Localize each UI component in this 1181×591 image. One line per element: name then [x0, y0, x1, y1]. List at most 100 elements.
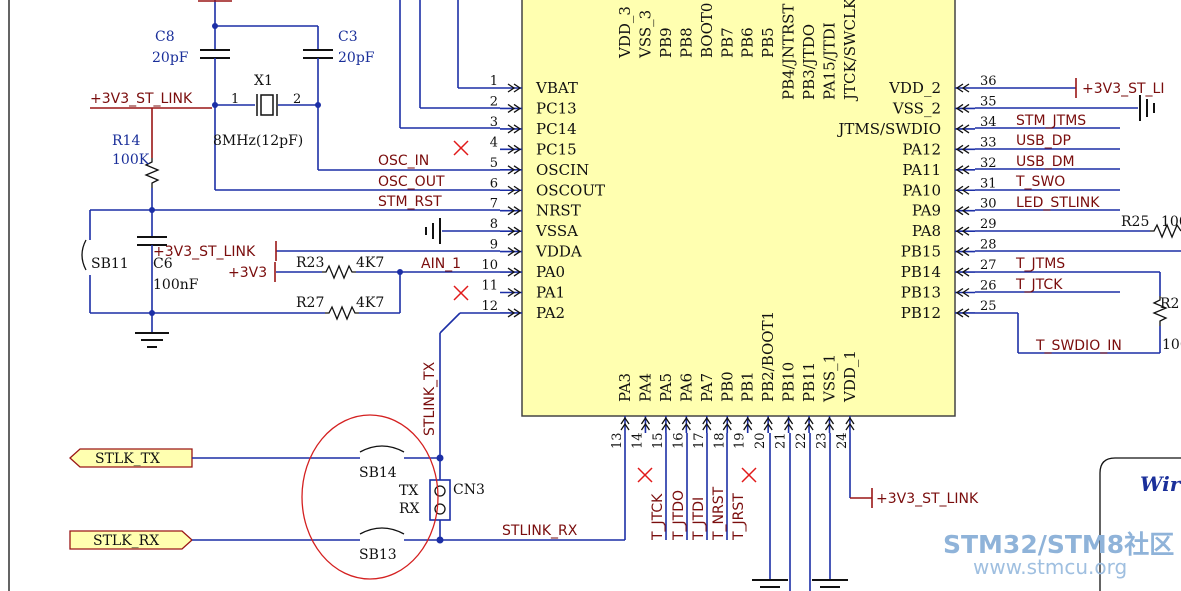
- net-osc-in: OSC_IN: [378, 153, 429, 169]
- pin-name-pb3-jtdo: PB3/JTDO: [800, 24, 818, 100]
- pin-name-vdd_1: VDD_1: [841, 350, 859, 403]
- pin-name-boot0: BOOT0: [698, 3, 716, 58]
- x1-crystal: [260, 94, 274, 116]
- pin-arrow: [955, 247, 970, 257]
- no-connect-pb2: [741, 467, 757, 483]
- sb14-bridge: [359, 445, 405, 453]
- net-3v3-st-link-right: +3V3_ST_LI: [1082, 81, 1165, 97]
- pin-arrow: [955, 206, 970, 216]
- pin-name-jtms-swdio: JTMS/SWDIO: [836, 120, 941, 138]
- net-t-jtdo-v: T_JTDO: [671, 490, 687, 541]
- pin-name-pa3: PA3: [616, 373, 634, 402]
- pin-name-nrst: NRST: [536, 202, 581, 220]
- c8-ref: C8: [155, 29, 175, 45]
- cn3-pin-rx: [434, 503, 446, 515]
- net-stlink-tx: STLINK_TX: [422, 361, 438, 436]
- watermark-url: www.stmcu.org: [973, 555, 1127, 579]
- pin-number-21: 21: [774, 432, 789, 449]
- pin-name-pb10: PB10: [780, 362, 798, 402]
- pin-number-14: 14: [630, 432, 645, 449]
- pin-arrow: [743, 416, 753, 431]
- pin-arrow: [640, 416, 650, 431]
- pin-name-vssa: VSSA: [535, 222, 578, 240]
- pin-name-pa0: PA0: [536, 263, 565, 281]
- pin-name-vdda: VDDA: [535, 243, 582, 261]
- pin-name-pb6: PB6: [739, 27, 757, 58]
- pin-number-16: 16: [671, 432, 686, 449]
- pin-arrow: [507, 226, 522, 236]
- pin-arrow: [507, 206, 522, 216]
- r25-resistor: [1150, 223, 1181, 239]
- pin-name-pb9: PB9: [657, 27, 675, 58]
- net-t-jtdi-v: T_JTDI: [691, 497, 707, 541]
- highlight-ellipse: [301, 414, 439, 580]
- pin-name-pa12: PA12: [902, 140, 941, 158]
- pin-number-4: 4: [490, 135, 498, 150]
- x1-pin1: 1: [231, 92, 239, 107]
- pin-number-32: 32: [980, 156, 997, 171]
- pin-number-12: 12: [481, 299, 498, 314]
- pin-name-pa9: PA9: [912, 202, 941, 220]
- pin-number-13: 13: [610, 432, 625, 449]
- cn3-tx-label: TX: [399, 483, 418, 499]
- pin-name-pa10: PA10: [902, 181, 941, 199]
- pin-number-29: 29: [980, 217, 997, 232]
- pin-number-27: 27: [980, 258, 997, 273]
- r27-resistor: [325, 305, 359, 321]
- r23-value: 4K7: [356, 255, 384, 271]
- pin-number-3: 3: [490, 115, 498, 130]
- pin-number-23: 23: [815, 432, 830, 449]
- pin-arrow: [507, 165, 522, 175]
- pin-number-1: 1: [490, 74, 498, 89]
- pin-arrow: [763, 416, 773, 431]
- pin-arrow: [507, 287, 522, 298]
- junction: [315, 102, 321, 108]
- pin-number-20: 20: [753, 432, 768, 449]
- cn3-pin-tx: [434, 485, 446, 497]
- net-stlink-rx: STLINK_RX: [502, 523, 578, 539]
- pin-arrow: [620, 416, 630, 431]
- pin-arrow: [955, 267, 970, 277]
- watermark-title: STM32/STM8社区: [943, 530, 1174, 559]
- net-t-jtck: T_JTCK: [1015, 277, 1063, 293]
- r27-ref: R27: [296, 295, 324, 311]
- pin-number-30: 30: [980, 197, 997, 212]
- r23-resistor: [322, 264, 356, 280]
- net-t-nrst-v: T_NRST: [711, 486, 727, 541]
- pin-arrow: [681, 416, 691, 431]
- sb13-ref: SB13: [359, 547, 397, 563]
- r14-value: 100K: [112, 152, 150, 168]
- port-stlk-tx-label: STLK_TX: [95, 451, 160, 467]
- pin-name-vss_1: VSS_1: [821, 354, 839, 403]
- net-led-stlink: LED_STLINK: [1016, 195, 1100, 211]
- pin-number-26: 26: [980, 279, 997, 294]
- pin-name-pb14: PB14: [901, 263, 941, 281]
- net-t-swo: T_SWO: [1015, 174, 1065, 190]
- mcu-bottom-pins: 13PA314PA415PA516PA617PA718PB019PB120PB2…: [610, 311, 859, 449]
- pin-name-vss_3: VSS_3: [636, 10, 654, 59]
- junction: [212, 102, 218, 108]
- c3-ref: C3: [338, 29, 358, 45]
- pin-name-jtck-swclk: JTCK/SWCLK: [841, 0, 859, 102]
- no-connect-pc15: [453, 140, 469, 156]
- pin-number-11: 11: [481, 279, 498, 294]
- pin-arrow: [507, 144, 522, 154]
- sb13-bridge: [359, 527, 405, 535]
- x1-pin2: 2: [293, 92, 301, 107]
- pin-arrow: [507, 185, 522, 195]
- pin-name-pb7: PB7: [718, 27, 736, 58]
- pin-name-pa11: PA11: [902, 161, 941, 179]
- pin-name-pb0: PB0: [718, 371, 736, 402]
- pin-name-pa1: PA1: [536, 284, 565, 302]
- r2x-resistor: [1152, 296, 1168, 326]
- sb11-ref: SB11: [91, 256, 129, 272]
- pin-arrow: [955, 308, 970, 318]
- pin-name-vdd_2: VDD_2: [888, 79, 941, 97]
- r2x-value: 100: [1162, 337, 1181, 353]
- pin-arrow: [955, 103, 970, 113]
- pin-name-pa6: PA6: [677, 373, 695, 402]
- net-3v3: +3V3: [228, 265, 267, 281]
- net-3v3-st-link-mid: +3V3_ST_LINK: [153, 244, 256, 260]
